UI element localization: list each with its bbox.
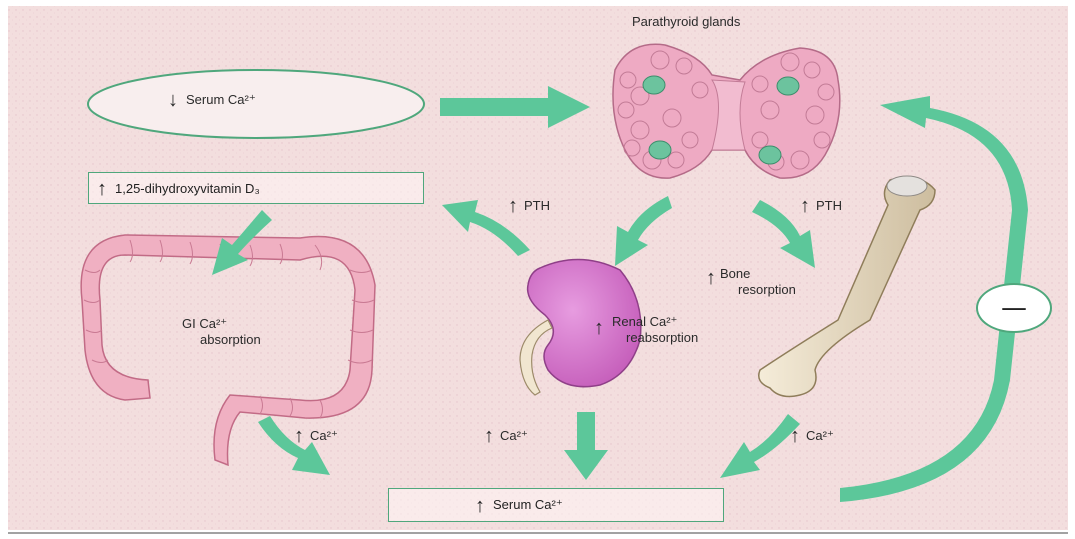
serum-low-label: Serum Ca²⁺ <box>168 90 256 108</box>
serum-high-label: Serum Ca²⁺ <box>493 497 563 513</box>
pth-right-label: PTH <box>800 196 842 214</box>
gi-label-line1: GI Ca²⁺ <box>182 316 261 332</box>
renal-label-line2: reabsorption <box>626 330 698 346</box>
gi-label-line2: absorption <box>200 332 261 348</box>
serum-low-ellipse <box>88 70 424 138</box>
up-arrow-icon: ↑ <box>97 178 107 201</box>
vitd-box: ↑ 1,25-dihydroxyvitamin D₃ <box>88 172 424 204</box>
up-arrow-icon: ↑ <box>594 320 604 336</box>
ca-bone-label: Ca²⁺ <box>790 426 834 444</box>
renal-label-line1: Renal Ca²⁺ <box>612 314 698 330</box>
parathyroid-label: Parathyroid glands <box>632 14 740 30</box>
up-arrow-icon: ↑ <box>475 495 485 518</box>
pth-left-label: PTH <box>508 196 550 214</box>
renal-reabsorption-label: ↑ Renal Ca²⁺ reabsorption <box>594 314 698 346</box>
bone-resorption-label: ↑ Bone resorption <box>706 266 796 298</box>
vitd-label: 1,25-dihydroxyvitamin D₃ <box>115 181 260 196</box>
gi-absorption-label: GI Ca²⁺ absorption <box>200 316 261 348</box>
negative-feedback-circle: — <box>976 283 1052 333</box>
ca-kidney-label: Ca²⁺ <box>484 426 528 444</box>
serum-high-box: ↑ Serum Ca²⁺ <box>388 488 724 522</box>
bone-label-line1: Bone <box>720 266 796 282</box>
bone-label-line2: resorption <box>738 282 796 298</box>
ca-gi-label: Ca²⁺ <box>294 426 338 444</box>
up-arrow-icon: ↑ <box>706 270 716 286</box>
